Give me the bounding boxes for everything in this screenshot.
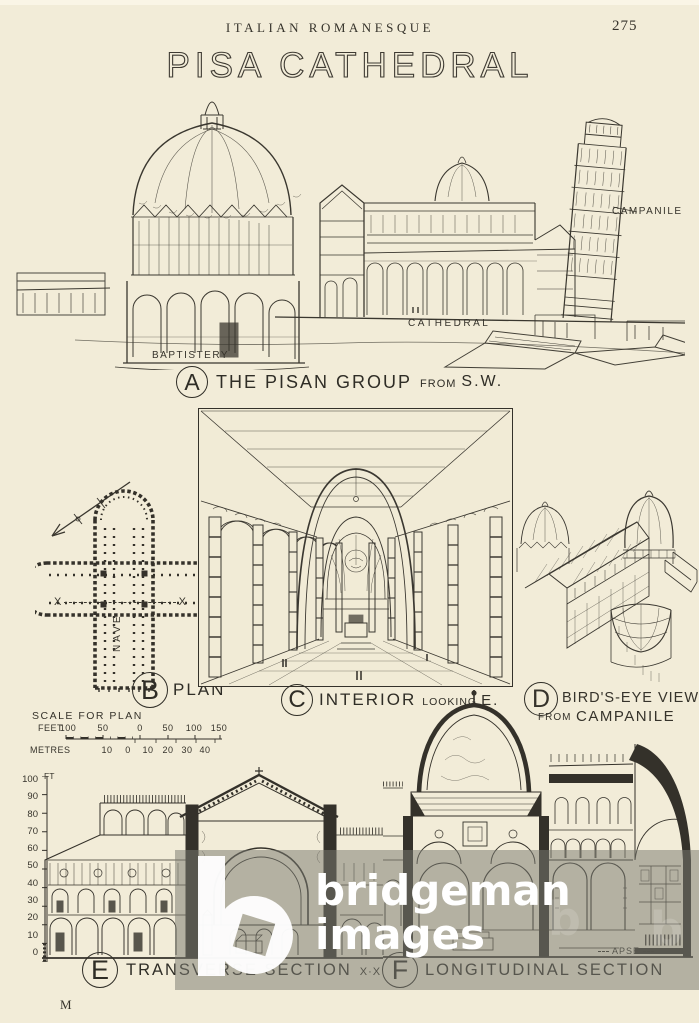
figure-a-caption-text: THE PISAN GROUP (216, 371, 413, 392)
figure-b-key: B (132, 672, 168, 708)
plan-scale-bar (65, 735, 222, 743)
figure-c-qualifier: E. (481, 691, 500, 709)
figure-c-caption-text: INTERIOR (319, 690, 417, 709)
section-mark-right: X (178, 596, 186, 608)
figure-a-key: A (176, 366, 208, 398)
figure-a-qualifier: S.W. (461, 373, 504, 390)
figure-c-drawing (198, 408, 513, 687)
height-scale-numbers: 100 90 80 70 60 50 40 30 20 10 0 (22, 774, 38, 958)
figure-f-caption: F LONGITUDINAL SECTION (382, 952, 664, 988)
figure-e-qualifier: X·X (359, 966, 382, 978)
figure-f-caption-text: LONGITUDINAL SECTION (425, 960, 665, 979)
figure-a-caption: A THE PISAN GROUP FROM S.W. (176, 366, 503, 398)
figure-a-qualifier-prefix: FROM (420, 378, 457, 390)
figure-d-qualifier: CAMPANILE (576, 708, 676, 725)
printer-mark: M (60, 997, 72, 1012)
label-nave: NAVE (112, 613, 123, 653)
figure-e-drawing (42, 767, 384, 959)
plan-section-line: X X (54, 596, 186, 608)
campo-wall (16, 272, 106, 316)
figure-d-drawing (516, 490, 698, 682)
plate-title: PISA CATHEDRAL (166, 45, 534, 85)
label-cathedral: CATHEDRAL (408, 318, 491, 329)
plan-scale-title: SCALE FOR PLAN (32, 710, 143, 722)
campanile-drawing (561, 118, 627, 323)
plan-scale-metres-row: METRES 10 0 10 20 30 40 (30, 745, 211, 755)
feet-label: FEET (38, 723, 64, 733)
figure-d-caption: D BIRD'S-EYE VIEW FROM CAMPANILE (524, 682, 698, 730)
baptistery-drawing (114, 101, 310, 370)
plan-scale-feet-row: FEET 100 50 0 50 100 150 (38, 723, 228, 733)
figure-a-drawing (16, 101, 685, 370)
cathedral-drawing (319, 156, 576, 317)
section-dash-line (64, 601, 176, 603)
height-scale-unit: FT (44, 771, 55, 781)
section-mark-left: X (54, 596, 62, 608)
plate-title-text: PISA CATHEDRAL (167, 46, 534, 85)
figure-c-key: C (281, 684, 313, 716)
plan-scale: SCALE FOR PLAN FEET 100 50 0 50 100 150 … (28, 710, 238, 758)
figure-c-qualifier-prefix: LOOKING (422, 696, 478, 708)
outbuildings-drawing (443, 314, 685, 370)
figure-e-key: E (82, 952, 118, 988)
figure-b-plan-drawing (35, 489, 205, 692)
label-baptistery: BAPTISTERY (152, 350, 230, 361)
running-head: ITALIAN ROMANESQUE (225, 20, 435, 35)
label-campanile: CAMPANILE (612, 206, 683, 217)
figure-e-caption: E TRANSVERSE SECTION X·X (82, 952, 381, 988)
figure-f-key: F (382, 952, 418, 988)
figure-d-caption-text: BIRD'S-EYE VIEW (562, 690, 699, 706)
figure-c-caption: C INTERIOR LOOKING E. (281, 684, 499, 716)
figure-f-drawing (383, 690, 693, 958)
figure-d-qualifier-prefix: FROM (538, 712, 572, 723)
page-number: 275 (612, 18, 638, 34)
figure-e-caption-text: TRANSVERSE SECTION (126, 960, 352, 979)
figure-d-key: D (524, 682, 558, 716)
metres-label: METRES (30, 745, 71, 755)
